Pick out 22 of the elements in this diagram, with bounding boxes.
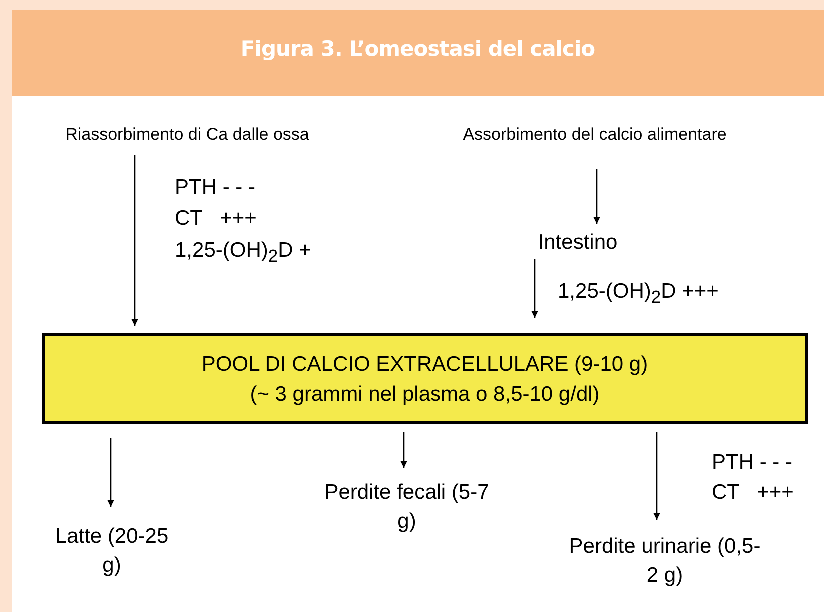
box-text: (~ 3 grammi nel plasma o 8,5-10 g/dl) [249, 382, 601, 408]
regulation-label: 1,25-(OH)$_{2}$D + [175, 240, 312, 266]
pool-box [42, 333, 808, 424]
arrow [132, 155, 138, 326]
arrow [400, 432, 408, 468]
box-text: POOL DI CALCIO EXTRACELLULARE (9-10 g) [200, 352, 650, 378]
node-label: Latte (20-25 g) [50, 522, 174, 580]
regulation-label: CT +++ [175, 208, 257, 229]
node-label: Assorbimento del calcio alimentare [425, 120, 765, 149]
regulation-label: PTH - - - [712, 452, 792, 473]
node-label: Riassorbimento di Ca dalle ossa [30, 120, 345, 149]
arrow [594, 169, 600, 224]
regulation-label: PTH - - - [175, 177, 256, 198]
node-label: Perdite urinarie (0,5-2 g) [565, 532, 765, 590]
arrow [532, 259, 538, 318]
regulation-label: CT +++ [712, 482, 794, 503]
arrow [654, 432, 660, 520]
regulation-label: 1,25-(OH)$_{2}$D +++ [558, 281, 719, 307]
arrow [108, 438, 114, 507]
node-label: Perdite fecali (5-7 g) [320, 478, 494, 536]
node-label: Intestino [520, 228, 636, 257]
title: Figura 3. L’omeostasi del calcio [240, 37, 596, 61]
